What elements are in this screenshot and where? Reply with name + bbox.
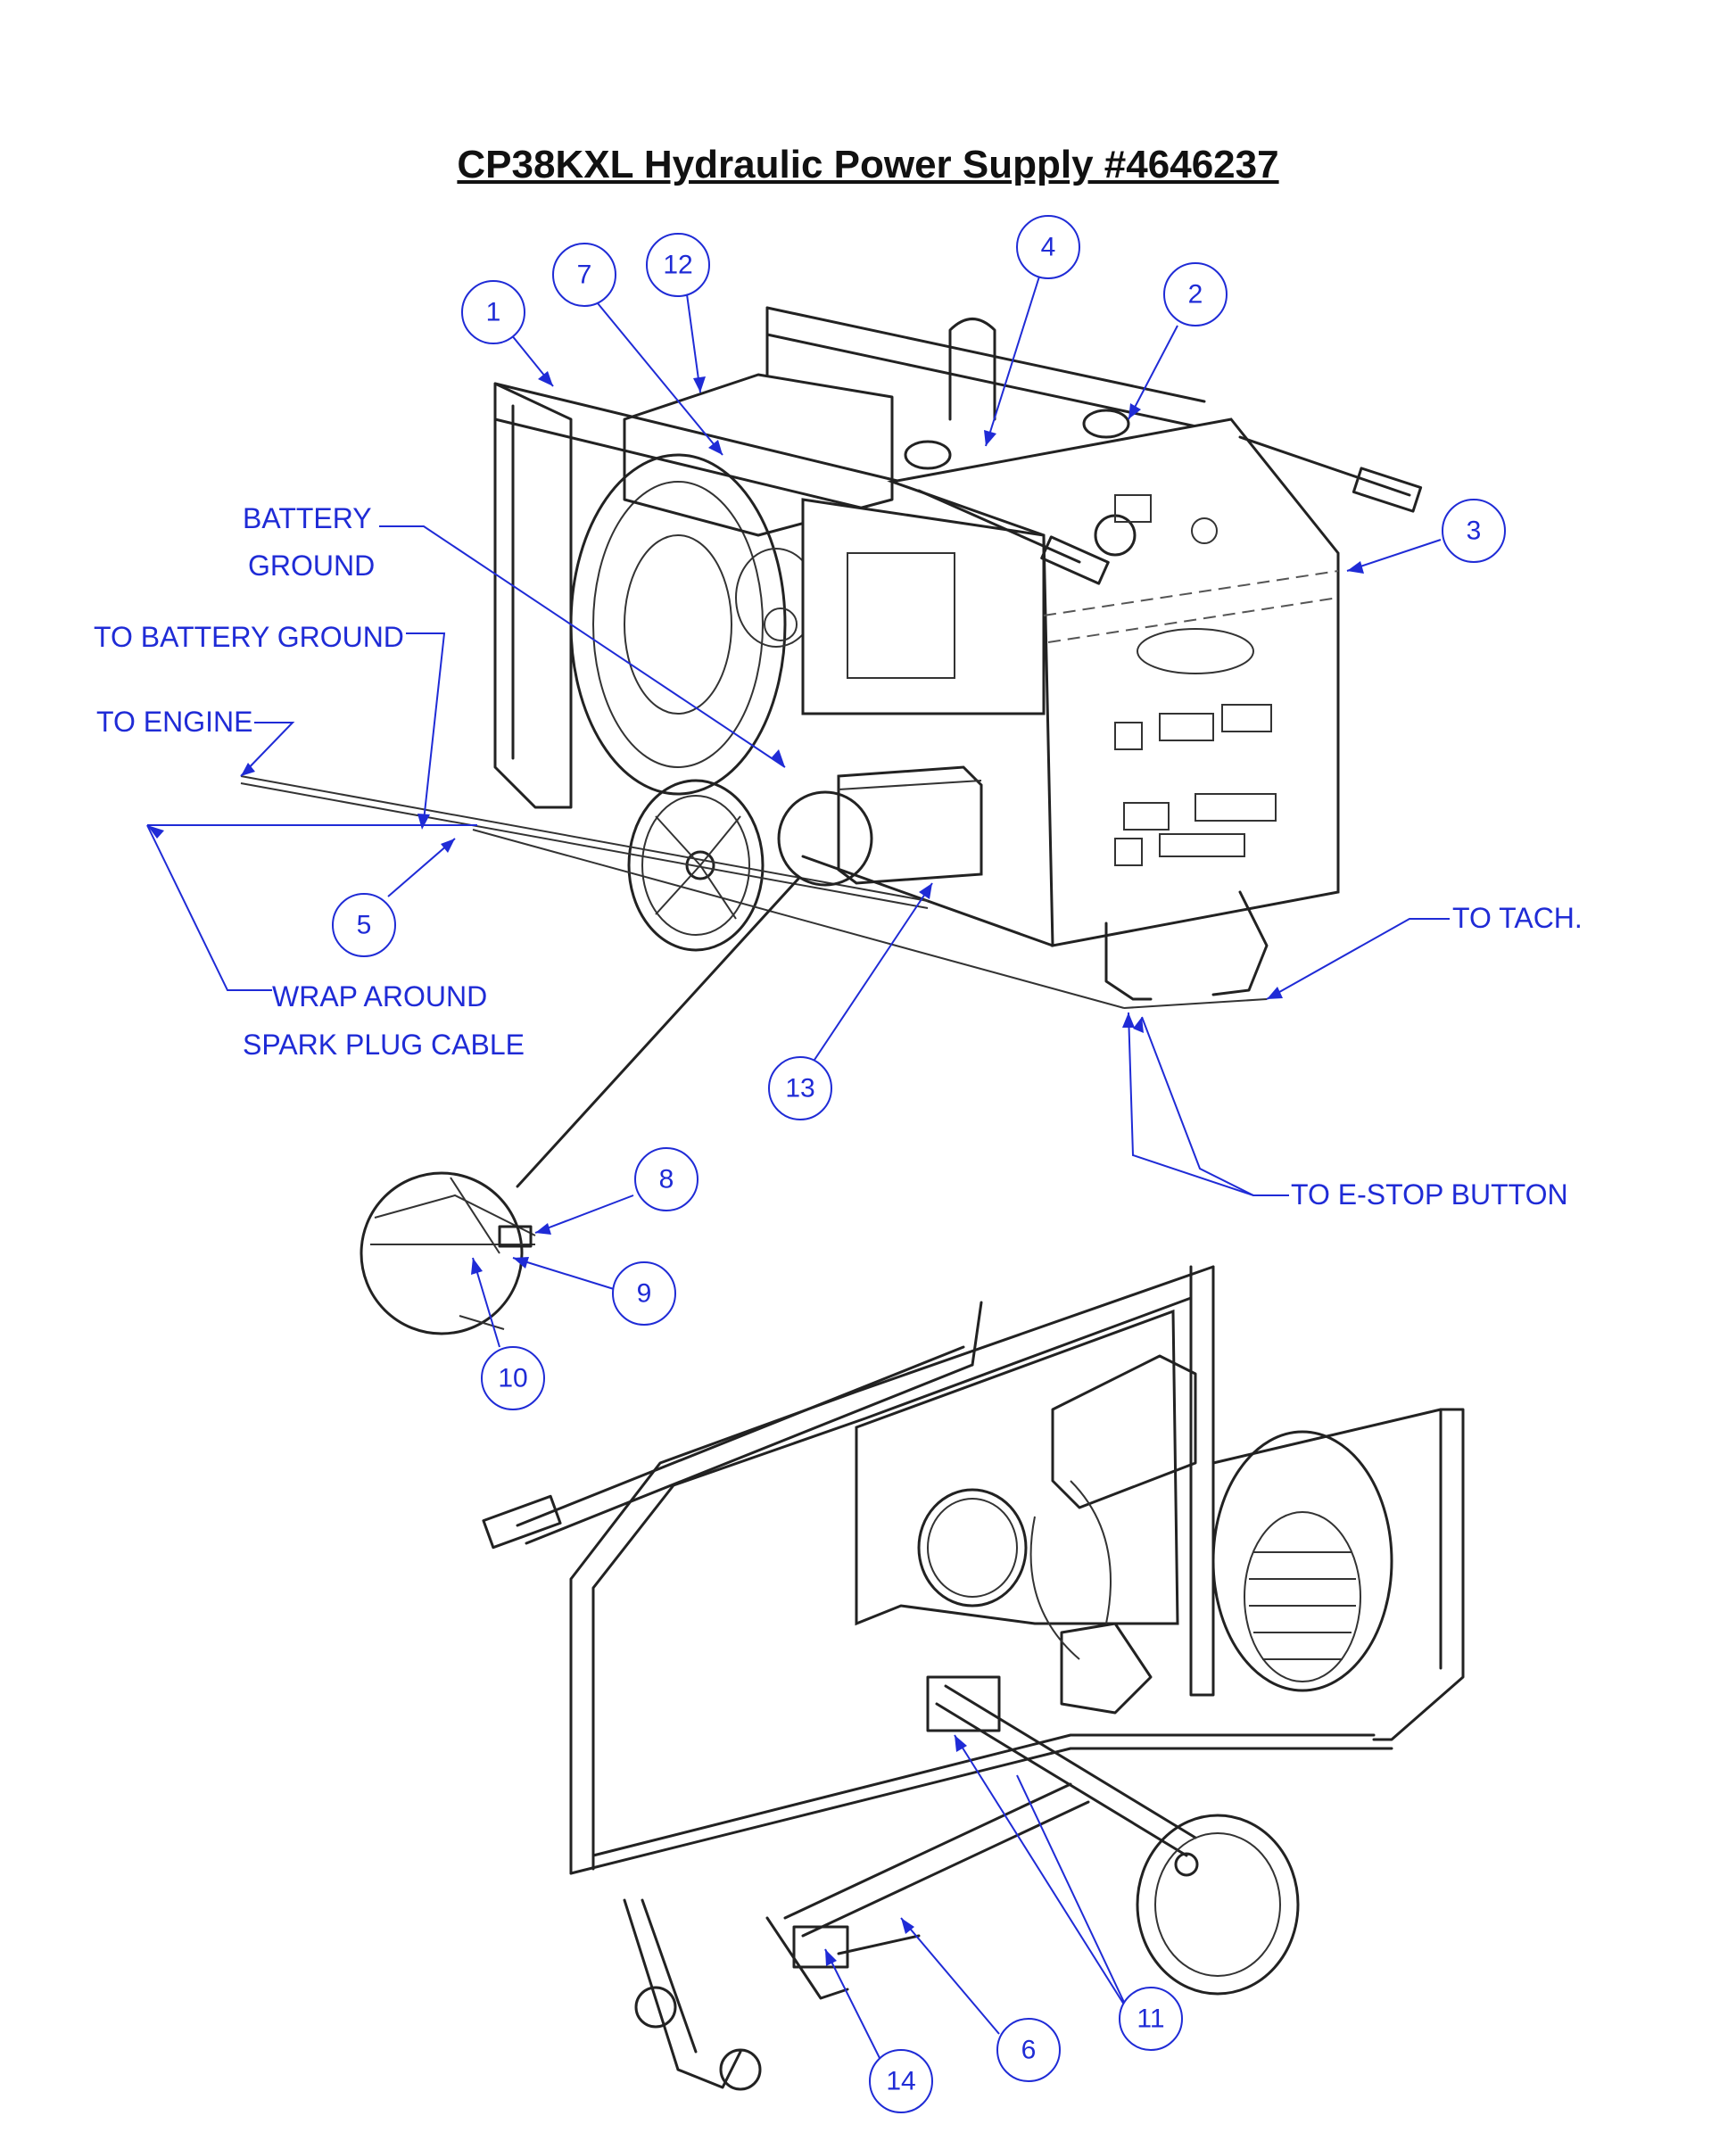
callout-2: 2 [1163,262,1228,326]
note-battery-ground-line1: BATTERY [243,502,372,534]
note-wrap-around-line2: SPARK PLUG CABLE [243,1029,525,1061]
callout-7: 7 [552,243,616,307]
note-battery-ground-line2: GROUND [248,550,375,582]
svg-text:10: 10 [498,1364,527,1393]
page-title: CP38KXL Hydraulic Power Supply #4646237 [457,143,1279,186]
svg-text:8: 8 [659,1165,674,1194]
note-to-tach: TO TACH. [1452,902,1583,934]
note-to-battery-ground: TO BATTERY GROUND [94,621,404,653]
svg-text:1: 1 [486,298,501,327]
svg-text:9: 9 [637,1279,652,1309]
callout-10: 10 [481,1346,545,1410]
svg-text:7: 7 [577,260,592,290]
note-to-engine: TO ENGINE [96,706,252,738]
detail-view [360,1171,536,1335]
note-wrap-around-line1: WRAP AROUND [272,980,487,1013]
svg-text:14: 14 [886,2067,915,2096]
callout-6: 6 [996,2018,1061,2082]
callout-4: 4 [1016,215,1080,279]
callout-5: 5 [332,893,396,957]
svg-text:12: 12 [663,251,692,280]
svg-text:2: 2 [1188,280,1203,310]
svg-text:6: 6 [1021,2036,1037,2065]
detail-marker-circle [777,790,873,887]
note-to-estop-button: TO E-STOP BUTTON [1291,1178,1568,1211]
callout-8: 8 [634,1147,699,1211]
callout-9: 9 [612,1261,676,1326]
detail-leader-line [516,877,800,1188]
svg-text:13: 13 [785,1074,814,1103]
upper-assembly [240,306,1423,1009]
callout-1: 1 [461,280,525,344]
callout-11: 11 [1119,1987,1183,2051]
callout-12: 12 [646,233,710,297]
callout-13: 13 [768,1056,832,1120]
leader-lines [146,276,1450,2066]
lower-assembly [482,1265,1465,2091]
svg-text:5: 5 [357,911,372,940]
callout-3: 3 [1442,499,1506,563]
svg-text:3: 3 [1467,517,1482,546]
svg-text:4: 4 [1041,233,1056,262]
callout-14: 14 [869,2049,933,2113]
svg-text:11: 11 [1137,2004,1164,2034]
